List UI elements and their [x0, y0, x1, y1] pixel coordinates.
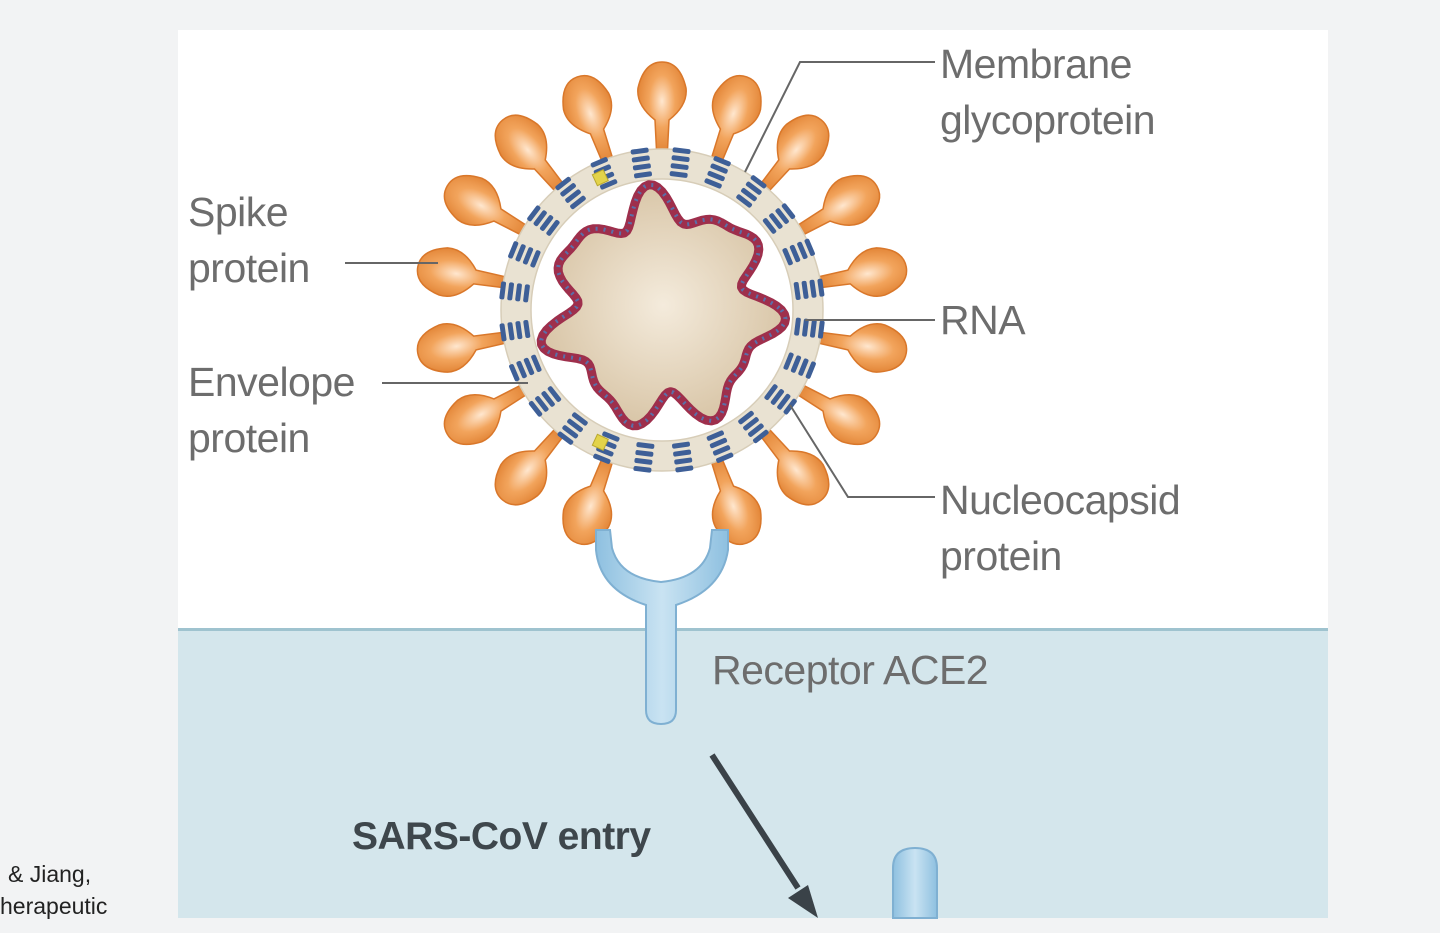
spike-protein — [788, 379, 881, 446]
membrane-glycoprotein — [783, 352, 816, 379]
citation-line1: & Jiang, — [8, 861, 92, 887]
membrane-label-line1: Membrane — [940, 41, 1132, 87]
membrane-glycoprotein — [762, 203, 796, 234]
membrane-glycoprotein — [764, 384, 797, 415]
viral-envelope — [501, 149, 823, 471]
rna-label: RNA — [940, 297, 1026, 343]
spike-protein — [562, 448, 617, 546]
membrane-glycoprotein — [499, 281, 530, 303]
entry-arrow — [709, 753, 818, 918]
spike-protein — [494, 420, 571, 506]
envelope-protein — [591, 433, 609, 451]
membrane-glycoprotein — [782, 238, 815, 266]
nucleocapsid-protein-label: Nucleocapsid protein — [940, 472, 1181, 584]
membrane-glycoprotein — [706, 430, 734, 463]
spike-protein — [443, 379, 536, 446]
spike-protein — [494, 114, 571, 200]
nucleocapsid-strand — [536, 180, 790, 431]
membrane-glycoprotein — [669, 147, 691, 178]
membrane-glycoprotein — [499, 319, 531, 342]
membrane-glycoprotein — [633, 442, 655, 473]
spike-proteins — [416, 61, 908, 546]
membrane-glycoprotein — [794, 317, 825, 339]
membrane-glycoprotein — [630, 147, 653, 179]
spike-protein-label: Spike protein — [188, 184, 310, 296]
rna-core — [541, 184, 786, 426]
membrane-leader-line — [744, 61, 935, 173]
envelope-label-line2: protein — [188, 415, 310, 461]
nucleocapsid-label-line1: Nucleocapsid — [940, 477, 1181, 523]
membrane-glycoproteins — [499, 147, 825, 473]
spike-protein — [443, 174, 536, 241]
receptor-ace2-shape — [595, 529, 729, 726]
nucleocapsid-leader-line — [789, 404, 935, 498]
membrane-glycoprotein — [555, 176, 586, 210]
spike-protein — [807, 247, 908, 297]
spike-protein — [416, 323, 517, 373]
spike-protein — [753, 420, 830, 506]
spike-protein — [788, 174, 881, 241]
membrane-label-line2: glycoprotein — [940, 97, 1156, 143]
spike-label-line1: Spike — [188, 189, 289, 235]
membrane-glycoprotein — [509, 354, 542, 382]
membrane-glycoprotein — [557, 412, 588, 445]
membrane-glycoprotein — [528, 386, 562, 417]
sars-cov-entry-label: SARS-CoV entry — [352, 815, 651, 858]
citation-line2: herapeutic — [0, 893, 108, 919]
membrane-glycoprotein — [527, 205, 560, 236]
second-receptor-shape — [892, 846, 938, 919]
spike-label-line2: protein — [188, 245, 310, 291]
spike-protein — [807, 323, 908, 373]
membrane-glycoprotein — [671, 441, 694, 473]
nucleocapsid-label-line2: protein — [940, 533, 1062, 579]
spike-protein — [637, 61, 687, 161]
membrane-glycoprotein — [738, 410, 769, 444]
spike-protein — [562, 74, 617, 172]
receptor-ace2-label: Receptor ACE2 — [712, 647, 989, 693]
citation-text: & Jiang, herapeutic — [0, 858, 107, 922]
envelope-protein-label: Envelope protein — [188, 354, 355, 466]
envelope-outer-edge — [500, 148, 824, 472]
envelope-proteins — [591, 169, 609, 451]
membrane-glycoprotein-label: Membrane glycoprotein — [940, 36, 1156, 148]
envelope-inner-edge — [530, 178, 794, 442]
spike-protein — [707, 74, 762, 172]
membrane-glycoprotein — [793, 278, 825, 301]
envelope-label-line1: Envelope — [188, 359, 355, 405]
spike-protein — [707, 448, 762, 546]
membrane-glycoprotein — [508, 241, 541, 268]
spike-protein — [753, 114, 830, 200]
membrane-glycoprotein — [736, 175, 767, 208]
host-cell-membrane — [178, 628, 1328, 918]
membrane-glycoprotein — [704, 156, 731, 189]
envelope-protein — [591, 169, 609, 187]
spike-protein — [416, 247, 517, 297]
